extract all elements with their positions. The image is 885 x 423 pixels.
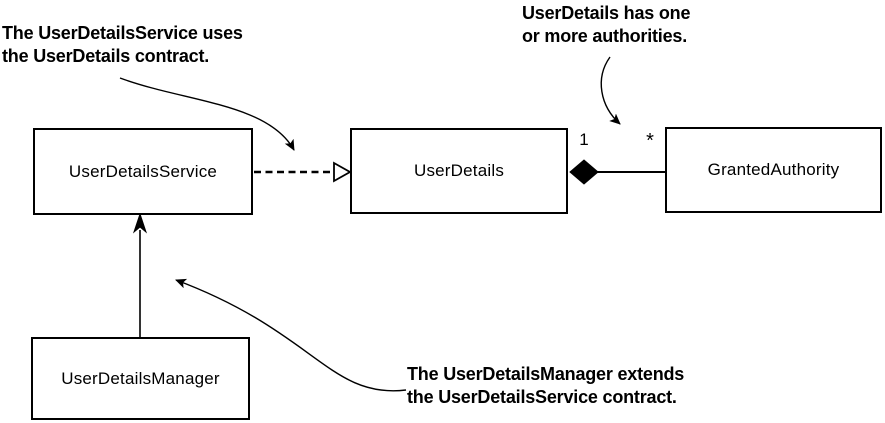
class-name-grantedauthority: GrantedAuthority [707, 160, 840, 179]
note-has-authorities: UserDetails has one or more authorities. [522, 3, 691, 46]
class-name-userdetailsmanager: UserDetailsManager [61, 368, 220, 388]
note-uses-contract: The UserDetailsService uses the UserDeta… [2, 23, 243, 66]
multiplicity-one-label: 1 [579, 130, 589, 149]
extends-arrow [132, 212, 148, 338]
composition-diamond-icon [569, 159, 599, 185]
note-pointer-authorities [600, 56, 621, 125]
class-box-userdetailsmanager: UserDetailsManager [31, 337, 250, 420]
hollow-triangle-icon [333, 161, 352, 183]
realization-arrow [254, 161, 352, 183]
class-box-userdetailsservice: UserDetailsService [33, 128, 253, 215]
class-box-userdetails: UserDetails [350, 128, 568, 214]
class-name-userdetails: UserDetails [413, 161, 505, 180]
multiplicity-many-label: * [646, 130, 654, 152]
class-name-userdetailsservice: UserDetailsService [68, 161, 218, 181]
filled-arrowhead-icon [132, 212, 148, 234]
note-pointer-uses [119, 77, 295, 151]
note-extends-contract: The UserDetailsManager extends the UserD… [407, 364, 685, 407]
composition-connector [569, 159, 666, 185]
note-pointer-extends [175, 278, 407, 392]
class-box-grantedauthority: GrantedAuthority [665, 127, 882, 213]
